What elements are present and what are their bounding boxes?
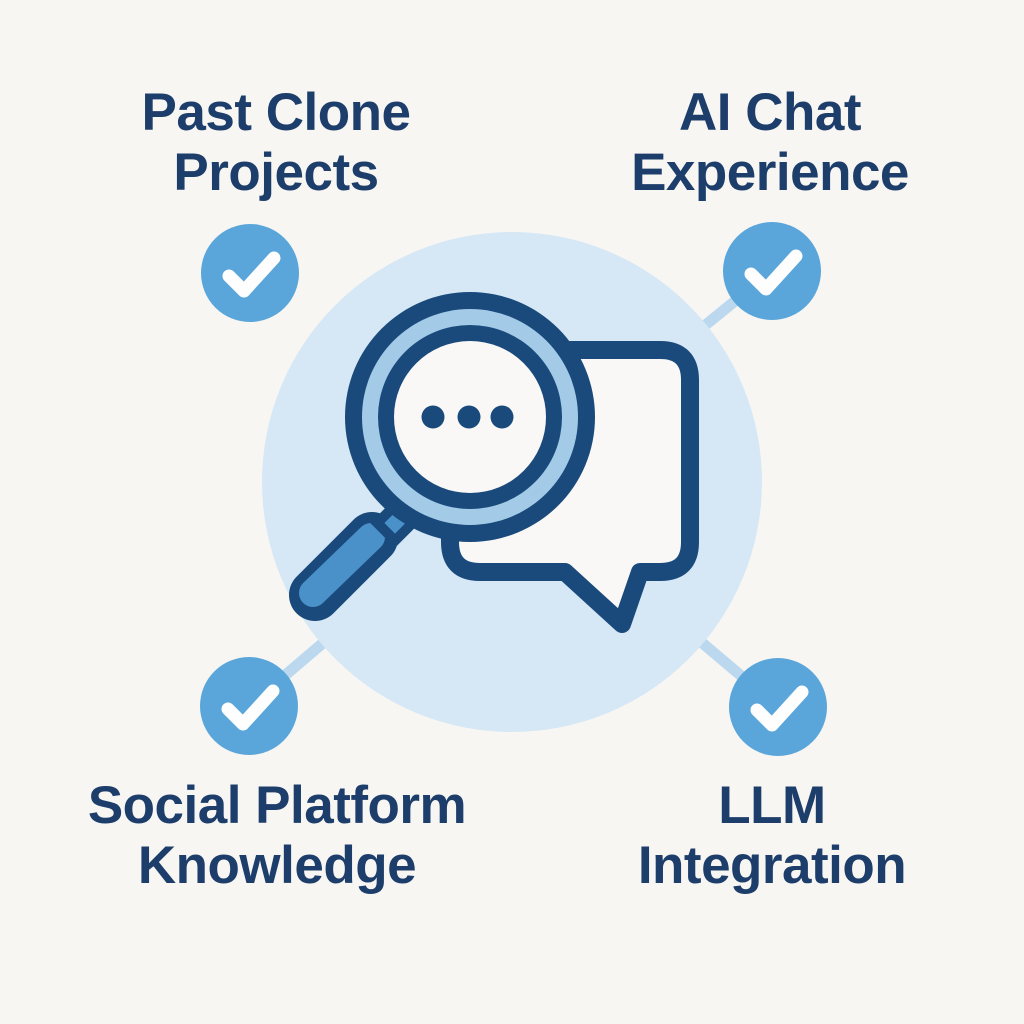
checkmark-icon [750,685,809,732]
check-badge-bottom-left [200,657,298,755]
ellipsis-dot [490,405,514,429]
node-label-line1: LLM [718,776,826,835]
ellipsis-dot [421,405,445,429]
magnifier-handle-grip [299,523,385,607]
node-label-line2: Experience [631,143,909,202]
check-circle [200,657,298,755]
node-label-past-clone-projects: Past Clone Projects [56,83,496,203]
node-label-ai-chat-experience: AI Chat Experience [550,83,990,203]
checkmark-icon [221,684,280,731]
node-label-line2: Integration [637,836,907,895]
check-circle [723,222,821,320]
check-badge-top-left [201,224,299,322]
check-circle [729,658,827,756]
node-label-llm-integration: LLM Integration [552,776,992,896]
node-label-line1: Social Platform [87,776,467,835]
check-badge-top-right [723,222,821,320]
check-circle [201,224,299,322]
node-label-line1: AI Chat [679,83,862,142]
checkmark-icon [744,249,803,296]
checkmark-icon [222,251,281,298]
node-label-line2: Projects [173,143,379,202]
node-label-line2: Knowledge [137,836,417,895]
magnifier-glass-icon [345,292,595,542]
ellipsis-dots-icon [421,405,514,429]
node-label-social-platform-knowledge: Social Platform Knowledge [57,776,497,896]
check-badge-bottom-right [729,658,827,756]
ellipsis-dot [457,405,481,429]
node-label-line1: Past Clone [141,83,411,142]
